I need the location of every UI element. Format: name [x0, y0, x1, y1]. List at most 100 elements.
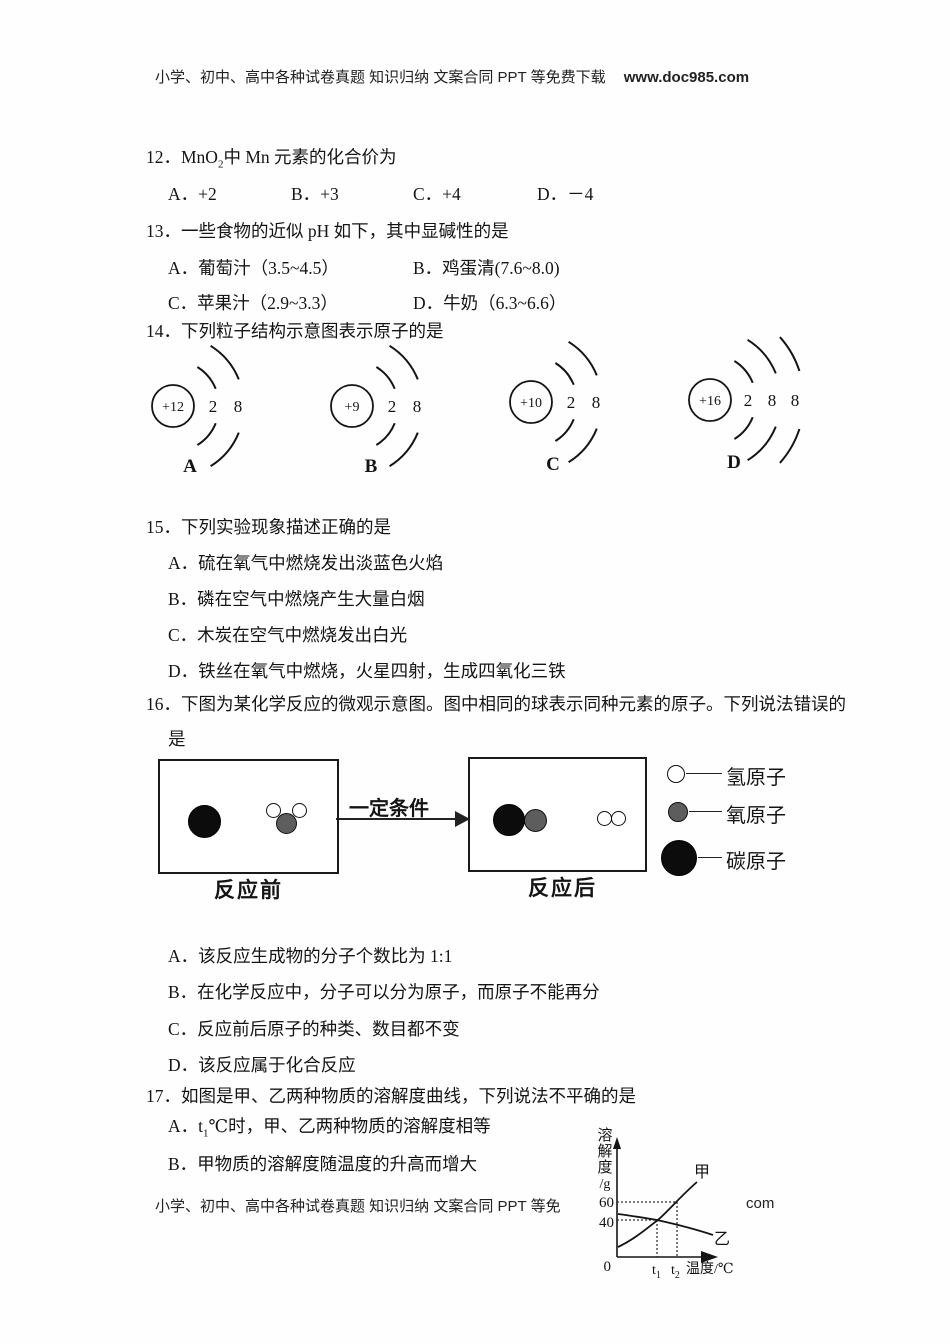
q17-option-b: B．甲物质的溶解度随温度的升高而增大 — [168, 1154, 478, 1174]
x-tick-t1: t1 — [652, 1263, 661, 1281]
q16-option-d: D．该反应属于化合反应 — [168, 1055, 356, 1075]
q13-option-c: C．苹果汁（2.9~3.3） — [168, 293, 338, 313]
shell-electrons-1: 2 — [209, 397, 218, 416]
question-16-stem-line1: 16．下图为某化学反应的微观示意图。图中相同的球表示同种元素的原子。下列说法错误… — [146, 694, 846, 714]
shell-electrons-1: 2 — [744, 391, 753, 410]
shell-arc — [375, 366, 396, 390]
q12-formula: MnO — [181, 147, 218, 167]
diagram-label: C — [546, 454, 560, 474]
q15-option-d: D．铁丝在氧气中燃烧，火星四射，生成四氧化三铁 — [168, 661, 566, 681]
question-12-stem: 12．MnO2中 Mn 元素的化合价为 — [146, 147, 397, 175]
shell-electrons-1: 2 — [388, 397, 397, 416]
header-text: 小学、初中、高中各种试卷真题 知识归纳 文案合同 PPT 等免费下载 — [155, 69, 606, 86]
x-axis-arrow-icon — [701, 1251, 718, 1263]
shell-arc — [196, 366, 217, 390]
oxygen-atom — [524, 809, 547, 832]
hydrogen-atom — [266, 803, 281, 818]
shell-arc — [389, 432, 419, 468]
nucleus-circle — [509, 380, 553, 424]
q17-option-a-sub: 1 — [203, 1127, 209, 1140]
reaction-arrow — [336, 818, 457, 820]
q15-option-b: B．磷在空气中燃烧产生大量白烟 — [168, 589, 425, 609]
legend-line — [698, 857, 722, 858]
q12-number: 12． — [146, 147, 181, 167]
shell-electrons-2: 8 — [592, 393, 601, 412]
q15-option-a: A．硫在氧气中燃烧发出淡蓝色火焰 — [168, 553, 444, 573]
nucleus-circle — [688, 378, 732, 422]
shell-arc — [210, 344, 240, 380]
q16-option-b: B．在化学反应中，分子可以分为原子，而原子不能再分 — [168, 982, 600, 1002]
q17-option-a-pre: A．t — [168, 1116, 203, 1136]
carbon-atom — [493, 804, 525, 836]
shell-electrons-3: 8 — [791, 391, 800, 410]
nucleus-charge: +10 — [520, 396, 542, 411]
shell-arc — [747, 338, 777, 374]
nucleus-circle — [151, 384, 195, 428]
curve-yi — [617, 1213, 714, 1236]
atom-diagram-c: +10 2 8 C — [509, 340, 601, 474]
diagram-label: B — [365, 456, 378, 477]
hydrogen-atom — [292, 803, 307, 818]
hydrogen-atom — [597, 811, 612, 826]
q13-option-b: B．鸡蛋清(7.6~8.0) — [413, 258, 560, 278]
shell-arc — [554, 418, 575, 442]
nucleus-charge: +16 — [699, 394, 721, 409]
q13-option-a: A．葡萄汁（3.5~4.5） — [168, 258, 339, 278]
shell-arc — [389, 344, 419, 380]
q12-option-d: D．－4 — [537, 184, 594, 204]
y-tick-40: 40 — [599, 1215, 614, 1231]
y-axis-label-char: 解 — [597, 1143, 612, 1160]
hydrogen-atom-legend-icon — [667, 765, 685, 783]
y-tick-60: 60 — [599, 1195, 614, 1211]
legend-line — [686, 773, 722, 774]
footer-text: 小学、初中、高中各种试卷真题 知识归纳 文案合同 PPT 等免 — [155, 1198, 561, 1215]
q17-option-a-post: ℃时，甲、乙两种物质的溶解度相等 — [208, 1116, 491, 1136]
shell-arc — [196, 422, 217, 446]
q12-option-a: A．+2 — [168, 184, 217, 204]
footer-watermark: 小学、初中、高中各种试卷真题 知识归纳 文案合同 PPT 等免 — [155, 1195, 561, 1216]
legend-hydrogen-label: 氢原子 — [726, 767, 786, 789]
shell-arc — [375, 422, 396, 446]
q13-option-d: D．牛奶（6.3~6.6） — [413, 293, 567, 313]
diagram-label: A — [183, 456, 197, 477]
y-axis-label-char: 溶 — [597, 1127, 612, 1144]
q15-option-c: C．木炭在空气中燃烧发出白光 — [168, 625, 408, 645]
atom-diagram-d: +16 2 8 8 D — [688, 336, 801, 473]
x-axis-label: 温度/℃ — [686, 1261, 734, 1277]
header-site-url: www.doc985.com — [623, 69, 750, 86]
shell-electrons-2: 8 — [234, 397, 243, 416]
hydrogen-atom — [611, 811, 626, 826]
shell-electrons-2: 8 — [768, 391, 777, 410]
curve-yi-label: 乙 — [714, 1231, 730, 1248]
nucleus-charge: +12 — [162, 400, 184, 415]
reaction-condition-label: 一定条件 — [349, 798, 429, 820]
y-axis-label-char: /g — [600, 1177, 611, 1192]
carbon-atom-legend-icon — [661, 840, 697, 876]
shell-arc — [747, 426, 777, 462]
reaction-after-box — [468, 757, 647, 872]
solubility-chart: 溶 解 度 /g 60 40 0 甲 乙 t1 t2 温度/℃ — [583, 1122, 745, 1307]
q16-option-a: A．该反应生成物的分子个数比为 1:1 — [168, 946, 453, 966]
curve-jia-label: 甲 — [694, 1164, 710, 1181]
question-14-stem: 14．下列粒子结构示意图表示原子的是 — [146, 321, 444, 341]
y-axis-arrow-icon — [613, 1137, 621, 1149]
atom-diagram-b: +9 2 8 B — [330, 344, 422, 477]
legend-oxygen-label: 氧原子 — [726, 805, 786, 827]
shell-arc — [568, 340, 598, 376]
q12-option-b: B．+3 — [291, 184, 339, 204]
q12-option-c: C．+4 — [413, 184, 461, 204]
after-box-label: 反应后 — [528, 876, 597, 900]
q12-formula-subscript: 2 — [217, 158, 224, 171]
footer-url-fragment: com — [746, 1195, 775, 1212]
shell-arc — [733, 416, 754, 440]
question-15-stem: 15．下列实验现象描述正确的是 — [146, 517, 391, 537]
origin-tick: 0 — [604, 1259, 612, 1275]
shell-arc — [733, 360, 754, 384]
nucleus-charge: +9 — [345, 400, 360, 415]
legend-carbon-label: 碳原子 — [726, 851, 786, 873]
question-16-stem-line2: 是 — [168, 729, 186, 749]
shell-electrons-2: 8 — [413, 397, 422, 416]
question-17-stem: 17．如图是甲、乙两种物质的溶解度曲线，下列说法不平确的是 — [146, 1086, 636, 1106]
shell-arc — [779, 336, 801, 372]
